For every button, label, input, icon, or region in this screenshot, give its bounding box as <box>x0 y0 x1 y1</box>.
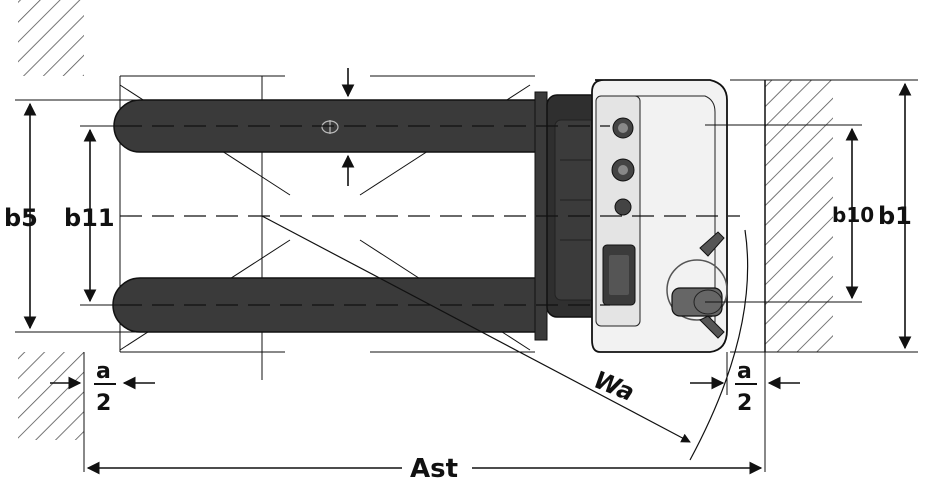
extension-lines <box>15 79 918 472</box>
label-a-right: a <box>737 359 752 384</box>
label-a-left: a <box>96 359 111 384</box>
tiller <box>666 231 728 339</box>
wa-arrow <box>261 215 691 443</box>
label-ast: Ast <box>410 454 458 484</box>
wall-top-left <box>18 0 84 76</box>
turning-arc <box>689 229 749 461</box>
label-2-left: 2 <box>96 391 111 416</box>
label-wa: Wa <box>590 366 639 407</box>
drive-unit-body <box>591 79 728 353</box>
label-b5: b5 <box>4 204 38 232</box>
label-b1: b1 <box>878 202 912 230</box>
wall-right <box>765 80 833 352</box>
wall-bottom-left <box>18 352 84 440</box>
ast-label-bg <box>402 452 472 482</box>
label-b10: b10 <box>832 203 874 227</box>
label-b11: b11 <box>64 204 115 232</box>
center-lines <box>120 125 740 306</box>
control-knob-3 <box>614 198 632 216</box>
label-2-right: 2 <box>737 391 752 416</box>
